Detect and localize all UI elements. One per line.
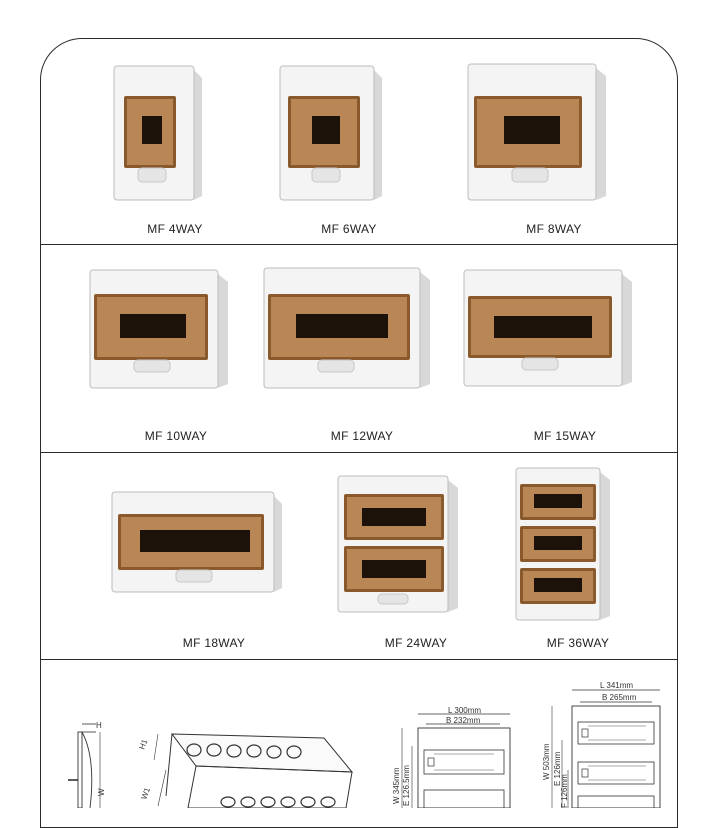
- dim-width-b: W 503mm: [542, 743, 551, 780]
- product-image-6way: [278, 64, 384, 202]
- dim-w-label: W: [97, 788, 106, 796]
- dim-b-b: B 265mm: [602, 693, 637, 702]
- product-image-10way: [88, 268, 230, 390]
- product-label: MF 10WAY: [144, 429, 208, 443]
- dim-width-a: W 345mm: [392, 767, 401, 804]
- dim-h-label: H: [96, 721, 102, 730]
- front-view-drawing-b: L 341mm B 265mm W 503mm E 126mm F 126mm: [540, 680, 670, 813]
- product-label: MF 15WAY: [533, 429, 597, 443]
- product-label: MF 24WAY: [384, 636, 448, 650]
- product-label: MF 18WAY: [182, 636, 246, 650]
- row-divider: [40, 452, 678, 453]
- row-divider: [40, 659, 678, 660]
- side-view-drawing: H W: [60, 718, 120, 813]
- product-label: MF 6WAY: [321, 222, 377, 236]
- product-image-12way: [262, 266, 432, 390]
- dim-f-b: F 126mm: [560, 774, 569, 808]
- dim-e-b: E 126mm: [553, 751, 562, 786]
- product-image-36way: [514, 466, 612, 622]
- dim-b-a: B 232mm: [446, 716, 481, 725]
- dim-length-a: L 300mm: [448, 706, 481, 715]
- product-image-8way: [466, 62, 608, 202]
- isometric-drawing: H1 W1: [136, 726, 376, 813]
- dim-e-a: E 126.5mm: [402, 765, 411, 806]
- product-image-15way: [462, 268, 634, 388]
- product-image-18way: [110, 490, 284, 594]
- dim-length-b: L 341mm: [600, 681, 633, 690]
- dim-w1-label: W1: [139, 786, 152, 801]
- dim-h1-label: H1: [137, 737, 149, 750]
- product-label: MF 36WAY: [546, 636, 610, 650]
- product-label: MF 12WAY: [330, 429, 394, 443]
- product-label: MF 8WAY: [526, 222, 582, 236]
- row-divider: [40, 244, 678, 245]
- product-image-4way: [112, 64, 204, 202]
- front-view-drawing-a: L 300mm B 232mm W 345mm E 126.5mm: [388, 706, 518, 813]
- product-image-24way: [336, 474, 460, 614]
- product-label: MF 4WAY: [147, 222, 203, 236]
